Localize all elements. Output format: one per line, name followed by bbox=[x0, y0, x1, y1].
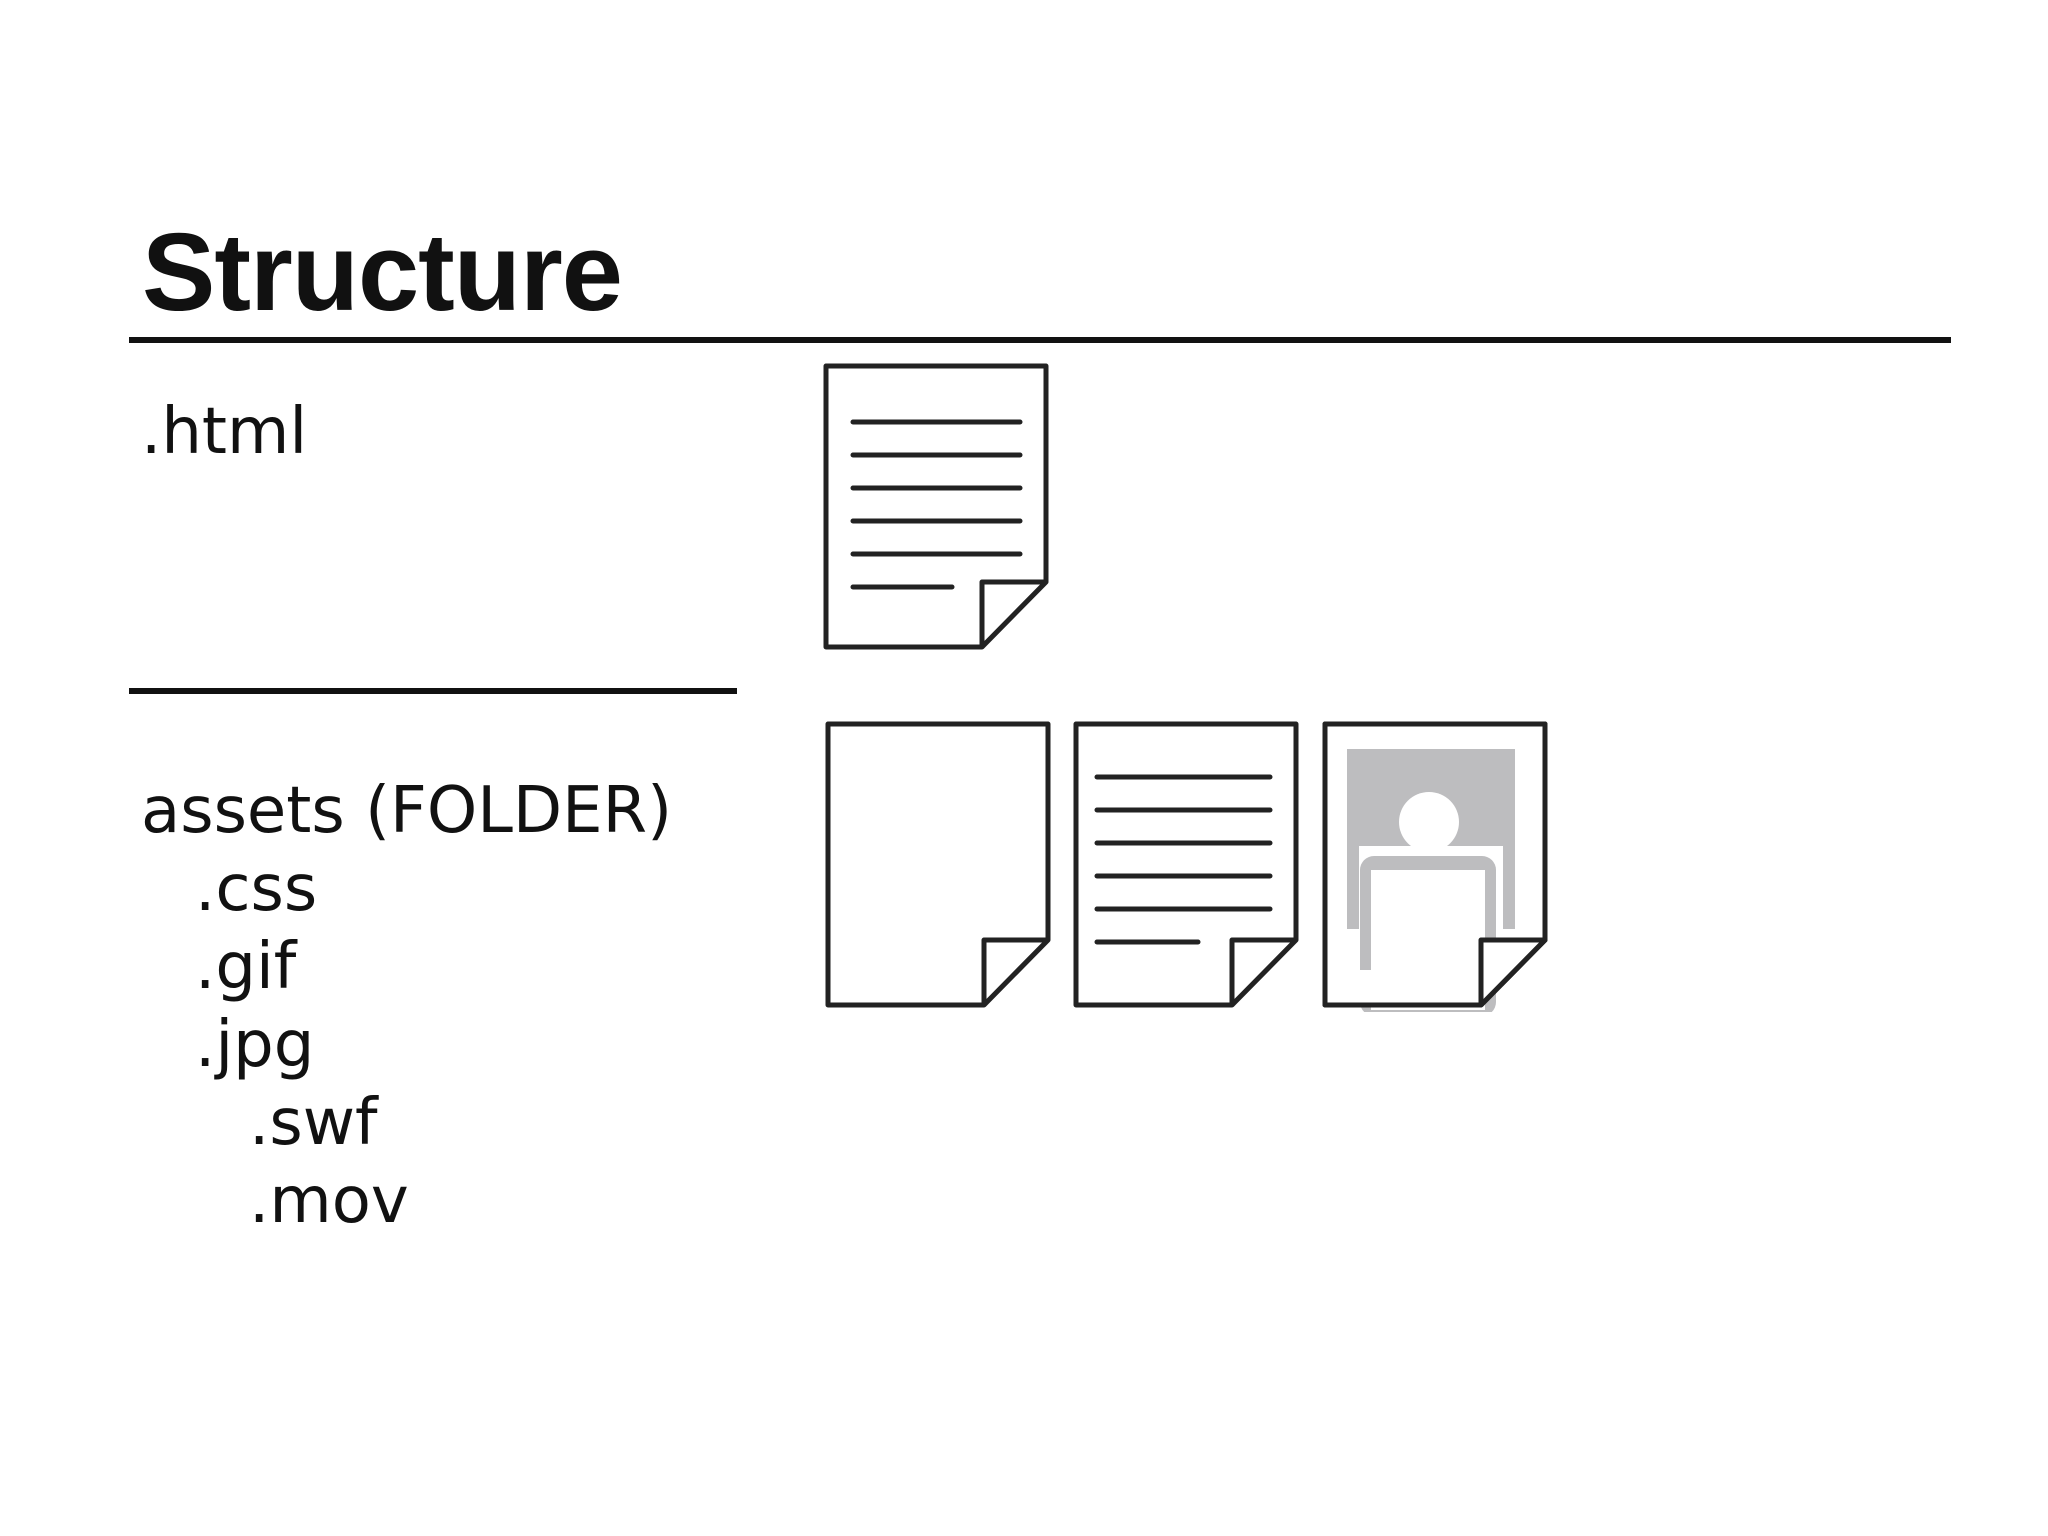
image-document-icon bbox=[1322, 721, 1548, 1012]
list-item-gif: .gif bbox=[195, 930, 297, 1004]
section-divider bbox=[129, 688, 737, 694]
blank-document-icon bbox=[825, 721, 1051, 1008]
list-item-css: .css bbox=[195, 852, 318, 926]
text-document-icon bbox=[1073, 721, 1299, 1008]
page-title: Structure bbox=[142, 211, 623, 334]
list-item-jpg: .jpg bbox=[195, 1008, 315, 1082]
html-label: .html bbox=[141, 395, 308, 469]
list-item-mov: .mov bbox=[249, 1164, 409, 1238]
title-divider bbox=[129, 337, 1951, 343]
assets-list: assets (FOLDER) .css .gif .jpg .swf .mov bbox=[141, 772, 672, 1240]
list-item-assets-folder: assets (FOLDER) bbox=[141, 774, 673, 848]
text-document-icon bbox=[823, 363, 1049, 650]
list-item-swf: .swf bbox=[249, 1086, 378, 1160]
